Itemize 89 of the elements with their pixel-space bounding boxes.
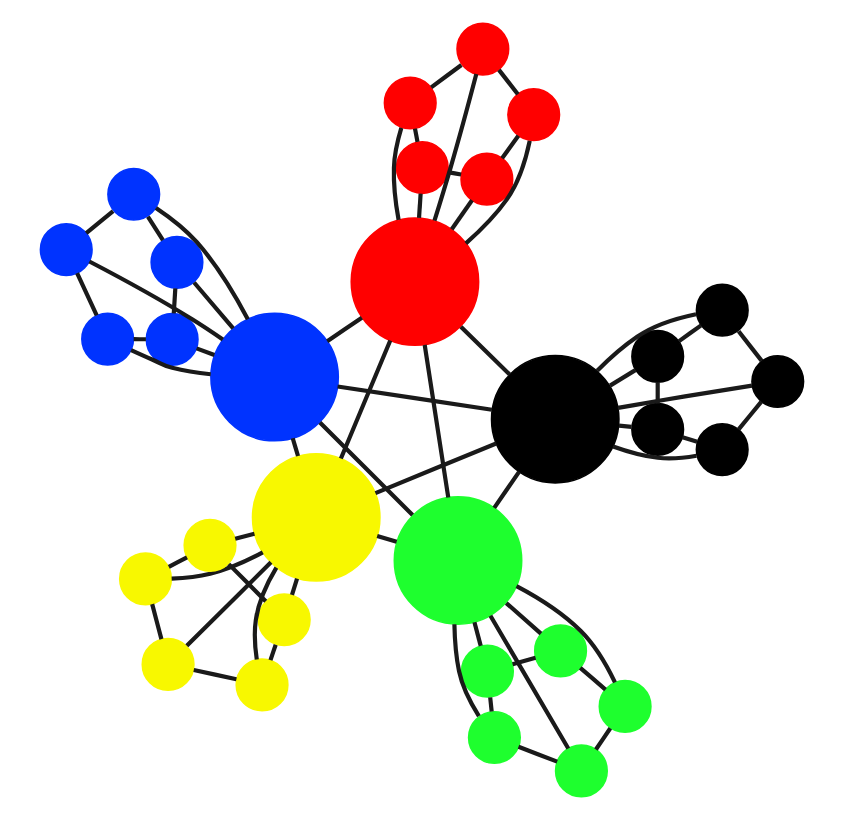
connector xyxy=(227,562,268,603)
node-circle xyxy=(507,88,561,142)
node-circle xyxy=(81,312,135,366)
node-circle xyxy=(141,637,195,691)
connector xyxy=(578,666,607,692)
node-circle xyxy=(210,312,340,442)
connector xyxy=(497,68,520,96)
connector xyxy=(154,206,250,321)
connector xyxy=(146,215,165,242)
node-circle xyxy=(695,423,749,477)
connector xyxy=(130,348,211,377)
connector xyxy=(452,624,481,718)
connector xyxy=(422,344,451,498)
connector xyxy=(608,368,637,388)
connector xyxy=(318,420,415,517)
node-circle xyxy=(118,552,173,606)
node-circle xyxy=(107,167,161,221)
connector xyxy=(195,346,216,357)
connector xyxy=(612,444,697,461)
node-circle xyxy=(393,496,523,625)
node-circle xyxy=(490,354,620,484)
node-circle xyxy=(39,223,93,277)
connector xyxy=(432,73,479,222)
connector xyxy=(488,697,494,712)
connector xyxy=(167,555,188,569)
connector xyxy=(252,566,279,660)
node-circle xyxy=(383,76,437,130)
connector xyxy=(677,323,703,343)
connector xyxy=(429,63,463,90)
node-circle xyxy=(235,658,289,712)
connector xyxy=(374,441,497,495)
connector xyxy=(512,655,537,667)
connector xyxy=(618,423,632,429)
node-circle xyxy=(251,452,381,582)
connector xyxy=(234,531,255,541)
connector xyxy=(290,578,300,596)
connector xyxy=(326,316,364,343)
node-circle xyxy=(350,217,480,347)
connector xyxy=(84,209,115,235)
node-circle xyxy=(533,624,588,678)
connector xyxy=(517,744,558,764)
connector xyxy=(472,621,483,647)
connector xyxy=(290,437,300,457)
connector xyxy=(192,281,235,330)
connector xyxy=(515,584,617,684)
connector xyxy=(376,533,398,544)
node-circle xyxy=(395,140,449,195)
connector xyxy=(488,614,571,750)
connector xyxy=(391,127,404,221)
connector xyxy=(338,339,393,460)
node-circle xyxy=(460,152,514,206)
node-circle xyxy=(257,593,311,647)
connector xyxy=(594,727,613,751)
connector xyxy=(595,312,697,373)
connector xyxy=(150,603,164,640)
connector xyxy=(617,383,753,410)
node-circle xyxy=(460,644,515,698)
connector xyxy=(655,382,660,404)
connector xyxy=(337,384,493,412)
connector xyxy=(88,259,225,342)
node-circle xyxy=(554,744,608,798)
node-circle xyxy=(695,283,749,337)
node-circle xyxy=(145,312,199,366)
connector xyxy=(75,272,99,317)
node-circle xyxy=(467,710,521,765)
connector xyxy=(416,193,423,219)
connector xyxy=(464,140,532,245)
connector xyxy=(504,601,543,636)
connector xyxy=(737,400,763,431)
node-circle xyxy=(631,329,685,383)
node-circle xyxy=(598,679,652,733)
connector xyxy=(450,199,474,231)
node-circle xyxy=(751,354,805,409)
node-circle xyxy=(456,22,510,76)
connector xyxy=(492,470,521,510)
connector xyxy=(500,134,521,160)
node-circle xyxy=(631,402,685,456)
connector xyxy=(171,550,264,581)
node-circle xyxy=(150,235,204,289)
connector xyxy=(268,644,278,661)
connector xyxy=(185,560,273,648)
connector xyxy=(171,288,178,314)
connector xyxy=(459,325,512,377)
connector xyxy=(412,128,420,143)
connector xyxy=(133,337,146,342)
connector xyxy=(193,667,237,682)
connector xyxy=(681,435,698,444)
node-circle xyxy=(183,518,237,572)
connector xyxy=(736,329,764,363)
